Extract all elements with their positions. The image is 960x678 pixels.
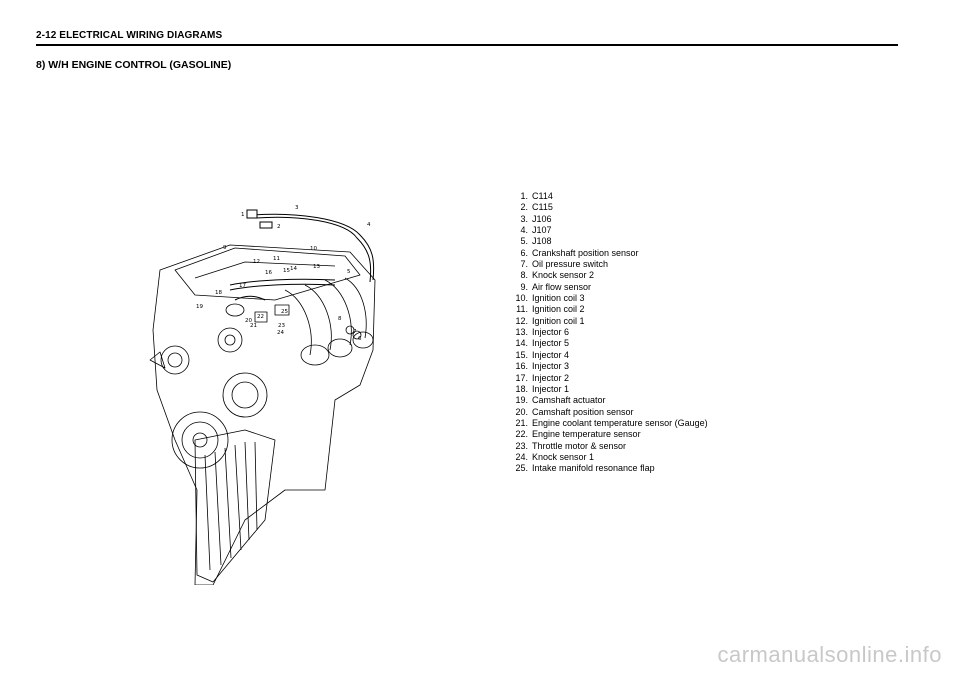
component-legend: 1.C114 2.C115 3.J106 4.J107 5.J108 6.Cra… — [506, 191, 708, 475]
callout-2: 2 — [277, 224, 281, 230]
legend-item: 9.Air flow sensor — [520, 281, 592, 292]
legend-item: 12.Ignition coil 1 — [515, 315, 585, 326]
page-header: 2-12 ELECTRICAL WIRING DIAGRAMS — [36, 30, 898, 46]
legend-item: 18.Injector 1 — [515, 383, 570, 394]
legend-item: 6.Crankshaft position sensor — [520, 247, 639, 258]
callout-9: 9 — [223, 245, 227, 251]
callout-20: 20 — [245, 318, 252, 324]
legend-item: 2.C115 — [520, 202, 553, 213]
legend-item: 11.Ignition coil 2 — [516, 304, 585, 315]
legend-item: 8.Knock sensor 2 — [520, 270, 595, 281]
callout-21: 21 — [250, 323, 257, 329]
valve-cover — [174, 247, 361, 301]
legend-item: 10.Ignition coil 3 — [515, 293, 585, 304]
watermark: carmanualsonline.info — [717, 642, 942, 667]
legend-item: 22.Engine temperature sensor — [515, 429, 641, 440]
crank-pulley — [171, 411, 229, 469]
intake-runners — [284, 277, 367, 356]
engine-block-outline — [152, 244, 376, 585]
legend-item: 19.Camshaft actuator — [515, 395, 606, 406]
legend-item: 24.Knock sensor 1 — [515, 451, 595, 462]
wiring-harness-main — [252, 213, 375, 281]
wiring-harness-branch — [229, 278, 336, 291]
legend-item: 1.C114 — [520, 191, 553, 201]
callout-23: 23 — [278, 323, 285, 329]
legend-item: 5.J108 — [520, 236, 552, 247]
legend-item: 25.Intake manifold resonance flap — [515, 463, 655, 474]
callout-25: 25 — [281, 309, 288, 315]
legend-item: 17.Injector 2 — [515, 372, 570, 383]
alternator-pulley — [222, 372, 268, 418]
legend-item: 3.J106 — [520, 213, 552, 224]
legend-item: 13.Injector 6 — [515, 327, 570, 338]
callout-24: 24 — [277, 330, 284, 336]
callout-7: 7 — [353, 329, 357, 335]
callout-13: 13 — [313, 264, 320, 270]
callout-22: 22 — [257, 314, 264, 320]
legend-item: 16.Injector 3 — [515, 361, 570, 372]
legend-item: 20.Camshaft position sensor — [515, 406, 634, 417]
callout-4: 4 — [367, 222, 371, 228]
callout-17: 17 — [239, 283, 246, 289]
engine-wiring-illustration: 1 2 3 4 5 6 7 8 9 10 11 12 13 14 15 16 1… — [135, 190, 430, 585]
page-title: 2-12 ELECTRICAL WIRING DIAGRAMS — [36, 30, 223, 41]
legend-item: 14.Injector 5 — [515, 338, 570, 349]
callout-10: 10 — [310, 246, 317, 252]
legend-item: 7.Oil pressure switch — [520, 259, 609, 270]
callout-16: 16 — [265, 270, 272, 276]
oil-pan — [194, 429, 276, 583]
legend-item: 23.Throttle motor & sensor — [515, 440, 627, 451]
callout-1: 1 — [241, 212, 245, 218]
section-title: 8) W/H ENGINE CONTROL (GASOLINE) — [36, 59, 232, 71]
legend-item: 4.J107 — [520, 225, 552, 236]
callout-3: 3 — [295, 205, 299, 211]
callout-14: 14 — [290, 266, 297, 272]
engine-illustration-svg: 1 2 3 4 5 6 7 8 9 10 11 12 13 14 15 16 1… — [149, 205, 376, 585]
callout-6: 6 — [358, 336, 362, 342]
callout-5: 5 — [347, 269, 351, 275]
callout-19: 19 — [196, 304, 203, 310]
callout-8: 8 — [338, 316, 342, 322]
callout-15: 15 — [283, 268, 290, 274]
legend-item: 21.Engine coolant temperature sensor (Ga… — [515, 417, 708, 428]
callout-11: 11 — [273, 256, 280, 262]
legend-item: 15.Injector 4 — [515, 349, 570, 360]
callout-18: 18 — [215, 290, 222, 296]
callout-12: 12 — [253, 259, 260, 265]
